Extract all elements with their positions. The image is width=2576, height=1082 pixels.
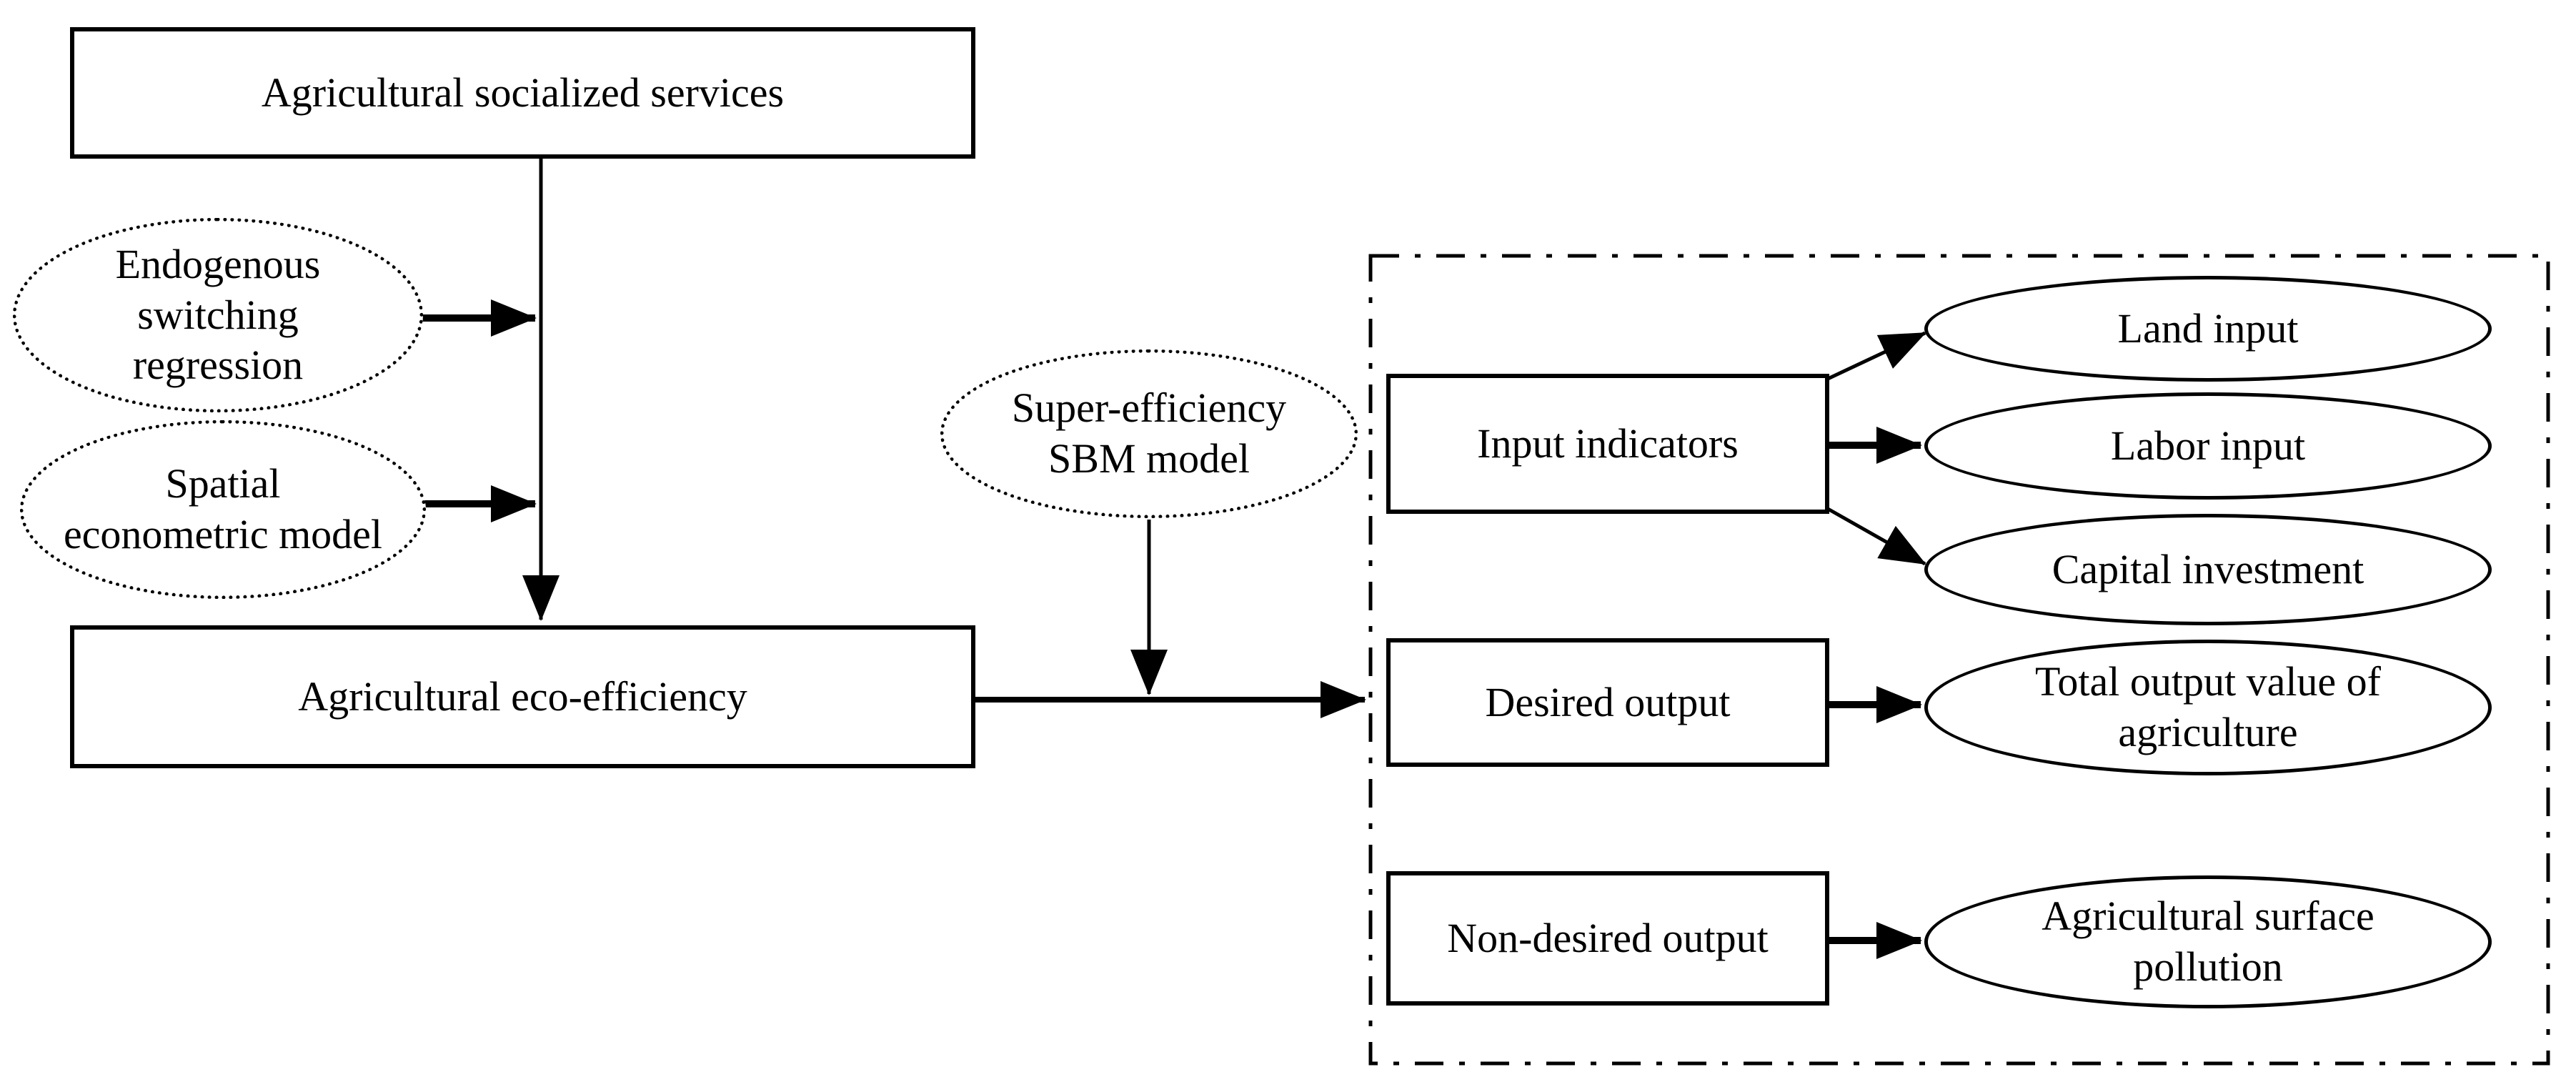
node-label-labor-input: Labor input: [2110, 422, 2306, 469]
node-total-output-value: Total output value of agriculture: [1924, 640, 2492, 775]
node-label-land-input: Land input: [2117, 304, 2299, 352]
node-spatial-econometric-model: Spatial econometric model: [20, 420, 426, 599]
node-label-input-indicators: Input indicators: [1477, 420, 1739, 467]
node-super-efficiency-sbm-model: Super-efficiency SBM model: [940, 349, 1358, 518]
node-capital-investment: Capital investment: [1924, 514, 2492, 625]
node-agricultural-socialized-services: Agricultural socialized services: [70, 27, 975, 159]
node-label-endogenous-switching: Endogenous switching regression: [115, 240, 321, 389]
node-label-socialized-services: Agricultural socialized services: [261, 69, 785, 116]
node-label-capital-investment: Capital investment: [2052, 545, 2364, 592]
node-label-spatial-econometric: Spatial econometric model: [63, 460, 383, 557]
node-label-surface-pollution: Agricultural surface pollution: [2042, 893, 2374, 990]
arrow-inputs-to-land: [1826, 331, 1926, 381]
node-endogenous-switching-regression: Endogenous switching regression: [13, 218, 423, 412]
node-label-eco-efficiency: Agricultural eco-efficiency: [298, 672, 747, 720]
node-label-desired-output: Desired output: [1485, 678, 1731, 725]
indicator-container-border: [1368, 254, 2550, 1066]
node-label-total-output-value: Total output value of agriculture: [2035, 658, 2381, 755]
node-land-input: Land input: [1924, 276, 2492, 382]
node-agricultural-eco-efficiency: Agricultural eco-efficiency: [70, 625, 975, 768]
node-label-super-efficiency-sbm: Super-efficiency SBM model: [1011, 384, 1287, 482]
node-non-desired-output: Non-desired output: [1386, 871, 1829, 1006]
node-agricultural-surface-pollution: Agricultural surface pollution: [1924, 875, 2492, 1008]
node-labor-input: Labor input: [1924, 392, 2492, 500]
arrow-inputs-to-capital: [1826, 507, 1926, 566]
node-label-non-desired-output: Non-desired output: [1447, 914, 1769, 961]
node-desired-output: Desired output: [1386, 638, 1829, 767]
node-input-indicators: Input indicators: [1386, 374, 1829, 514]
